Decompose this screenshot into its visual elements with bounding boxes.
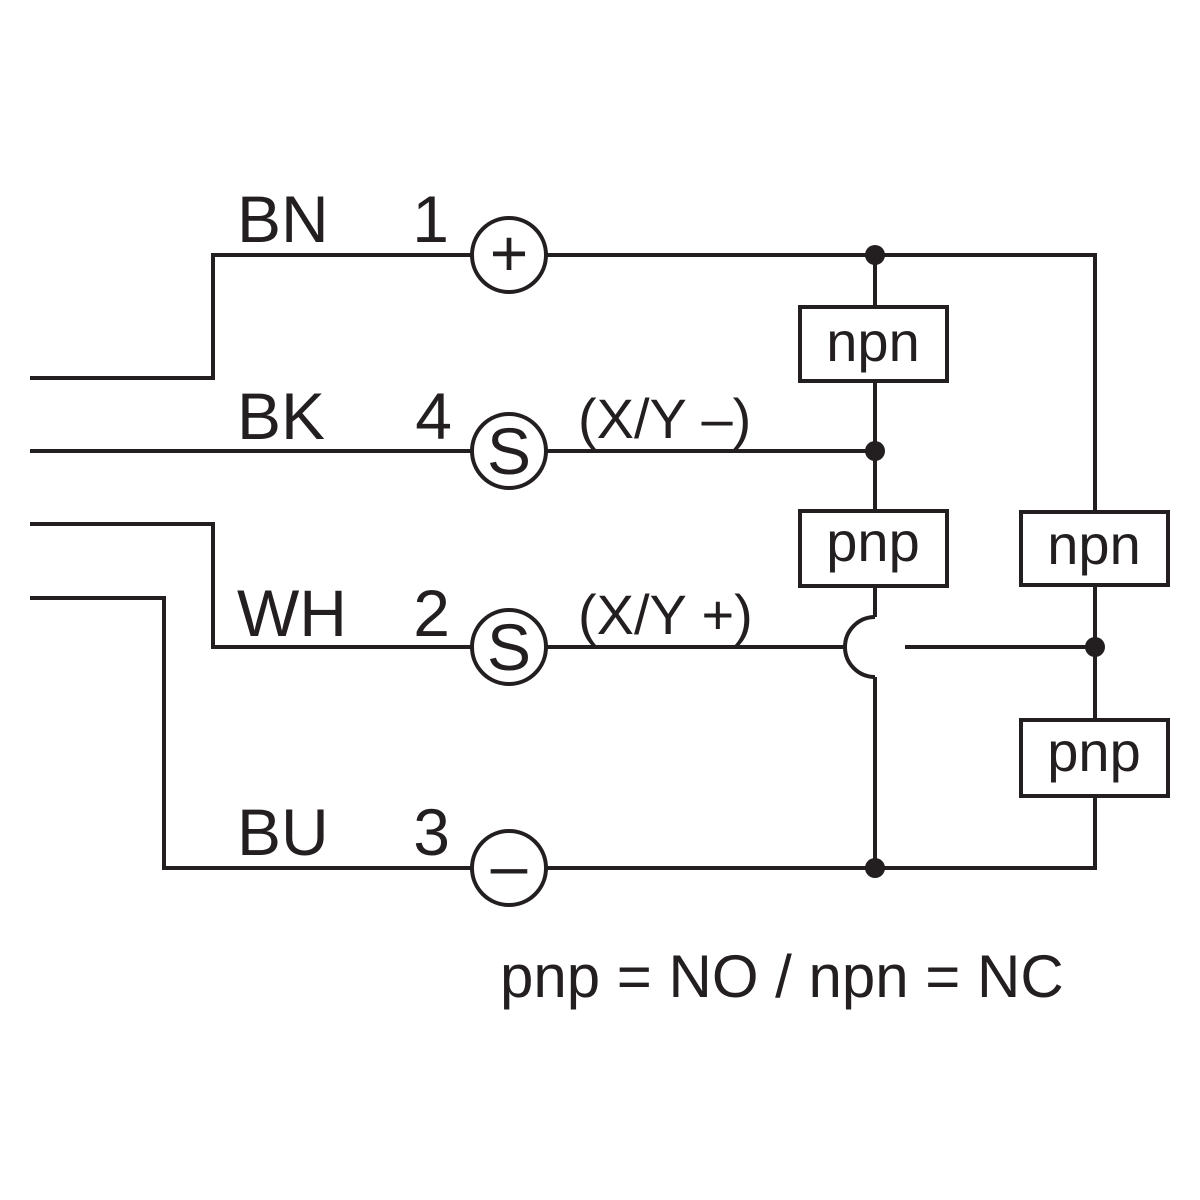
junction-dot xyxy=(865,441,885,461)
signal-label: (X/Y –) xyxy=(578,387,751,450)
output-box-left-top: npn xyxy=(798,305,949,383)
bn-lead-wire xyxy=(30,253,471,380)
crossover-arc xyxy=(843,615,876,679)
terminal-signal-wh: S xyxy=(470,608,548,686)
pin-number: 3 xyxy=(413,795,450,869)
output-box-right-bottom: pnp xyxy=(1019,718,1170,798)
terminal-negative: – xyxy=(470,828,548,907)
legend-text: pnp = NO / npn = NC xyxy=(500,943,1064,1010)
output-label: pnp xyxy=(826,510,919,573)
terminal-symbol: + xyxy=(490,216,529,290)
output-label: npn xyxy=(826,310,919,373)
supply-positive-line xyxy=(547,253,1097,512)
terminal-symbol: S xyxy=(487,610,531,684)
wire-color-label: BK xyxy=(237,379,325,453)
junction-dot xyxy=(865,858,885,878)
terminal-signal-bk: S xyxy=(470,412,548,490)
wire-color-label: WH xyxy=(237,576,347,650)
wh-lead-wire xyxy=(30,522,471,649)
pin-number: 4 xyxy=(415,379,452,453)
wire-color-label: BU xyxy=(237,795,329,869)
output-box-left-bottom: pnp xyxy=(798,509,949,588)
output-label: npn xyxy=(1047,513,1140,576)
junction-dot xyxy=(865,245,885,265)
output-label: pnp xyxy=(1047,720,1140,783)
terminal-positive: + xyxy=(470,216,548,294)
pin-number: 2 xyxy=(413,576,450,650)
pin-number: 1 xyxy=(412,182,449,256)
wire-color-label: BN xyxy=(237,182,329,256)
supply-negative-line xyxy=(547,796,1097,870)
output-box-right-top: npn xyxy=(1019,510,1170,587)
bu-lead-wire xyxy=(30,596,471,870)
terminal-symbol: – xyxy=(491,828,528,902)
terminal-symbol: S xyxy=(487,414,531,488)
signal-label: (X/Y +) xyxy=(578,583,753,646)
junction-dot xyxy=(1085,637,1105,657)
